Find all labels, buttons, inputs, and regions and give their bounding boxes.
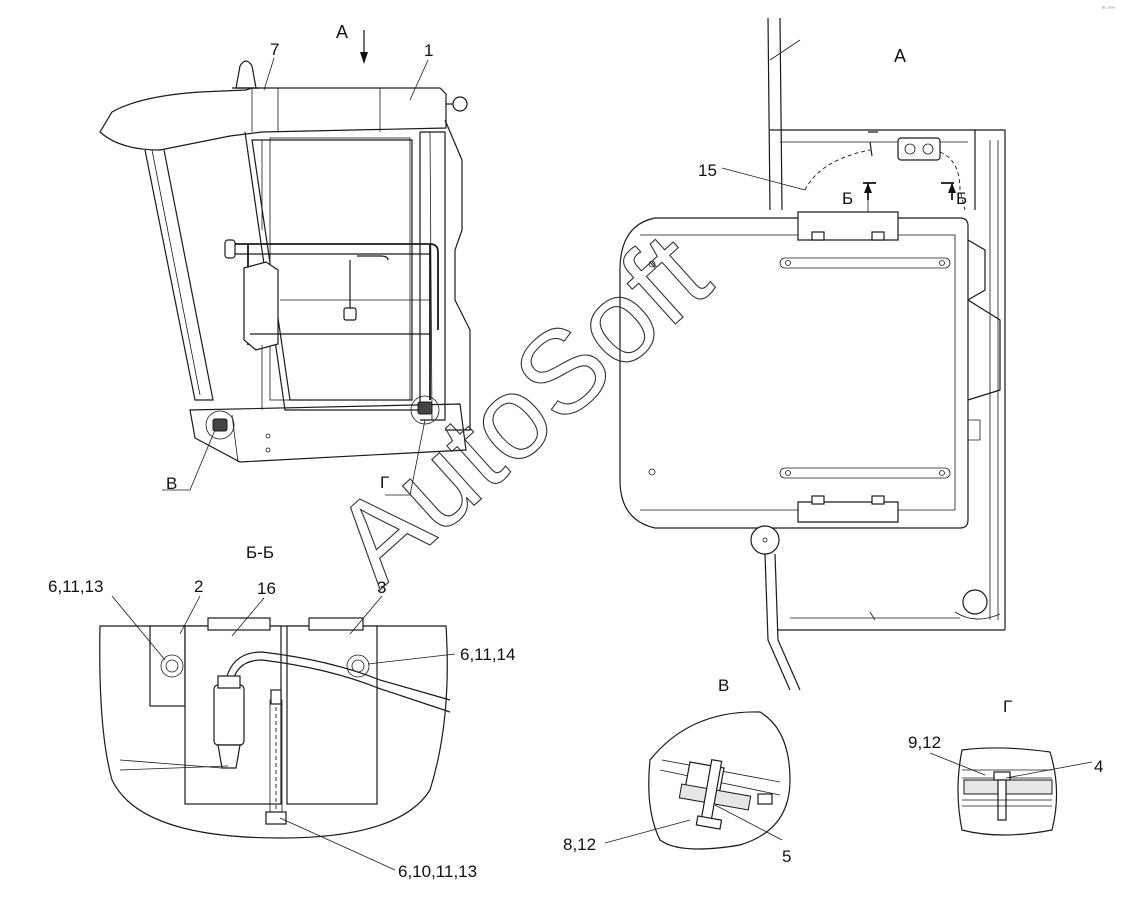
detail-g-callout: Г (380, 473, 389, 492)
callout-6-10-11-13: 6,10,11,13 (398, 862, 477, 881)
section-mark-left: Б (842, 189, 853, 208)
detail-v-callout: В (166, 474, 177, 493)
corner-mark: ᵃᵒ ᵃᵃᵃ (1102, 6, 1116, 12)
callout-5: 5 (782, 847, 791, 866)
labels: А 7 1 А 15 Б Б В Г Б-Б 6,11,13 2 16 3 6,… (48, 6, 1116, 881)
detail-g-title: Г (1003, 697, 1012, 716)
callout-3: 3 (377, 578, 386, 597)
cab-side-view (99, 60, 471, 463)
view-a-title: А (894, 46, 906, 66)
callout-6-11-13: 6,11,13 (48, 577, 103, 596)
detail-g (957, 747, 1058, 836)
section-bb (99, 617, 451, 839)
leader-lines (111, 30, 1093, 871)
callout-16: 16 (257, 579, 276, 598)
detail-v-title: В (718, 676, 729, 695)
section-mark-right: Б (956, 189, 967, 208)
callout-6-11-14: 6,11,14 (460, 645, 515, 664)
callout-1: 1 (424, 41, 433, 60)
callout-15: 15 (698, 161, 717, 180)
callout-2: 2 (194, 577, 203, 596)
callout-7: 7 (270, 40, 279, 59)
view-arrow-a-label: А (336, 22, 348, 42)
top-view-a (619, 17, 1006, 691)
callout-9-12: 9,12 (908, 733, 941, 752)
callout-8-12: 8,12 (563, 835, 596, 854)
detail-v (648, 711, 791, 850)
callout-4: 4 (1094, 757, 1103, 776)
section-bb-title: Б-Б (246, 543, 274, 562)
